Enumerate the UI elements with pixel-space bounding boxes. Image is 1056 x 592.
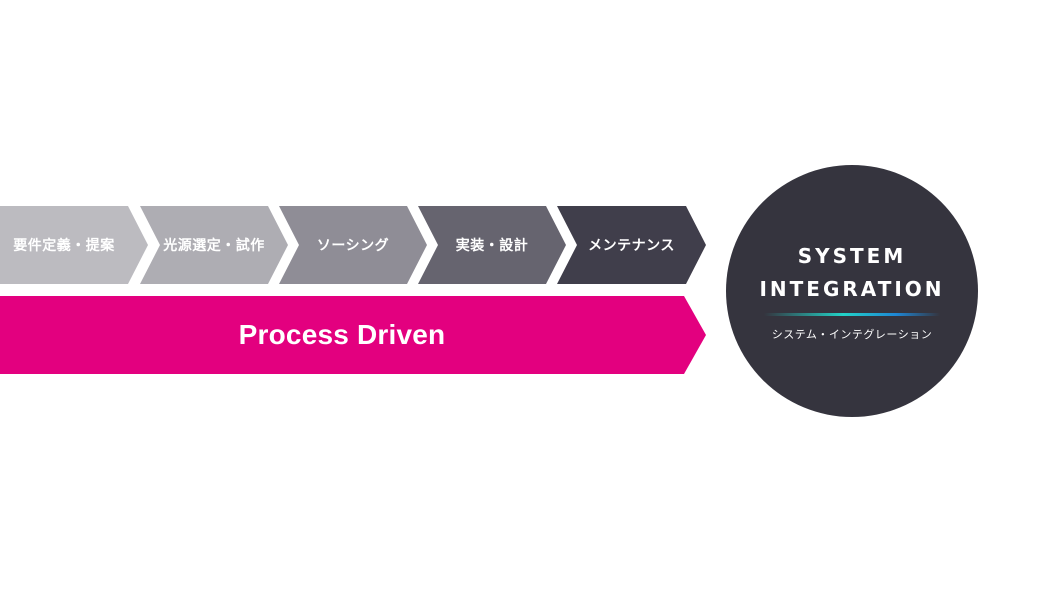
step-sourcing: ソーシング <box>279 206 427 284</box>
step-maintenance: メンテナンス <box>557 206 706 284</box>
step-label: 実装・設計 <box>455 238 529 254</box>
system-integration-title: SYSTEM INTEGRATION <box>759 240 944 306</box>
gradient-underline <box>764 313 940 316</box>
step-label: 光源選定・試作 <box>163 238 265 254</box>
process-driven-arrow: Process Driven <box>0 296 706 374</box>
title-line-system: SYSTEM <box>797 244 907 268</box>
step-label: ソーシング <box>316 238 390 254</box>
step-implementation-design: 実装・設計 <box>418 206 566 284</box>
process-driven-label: Process Driven <box>238 319 446 350</box>
system-integration-subtitle: システム・インテグレーション <box>771 328 933 341</box>
step-light-source-prototype: 光源選定・試作 <box>140 206 288 284</box>
step-label: 要件定義・提案 <box>13 238 115 254</box>
title-line-integration: INTEGRATION <box>759 277 945 301</box>
step-requirements-proposal: 要件定義・提案 <box>0 206 148 284</box>
step-label: メンテナンス <box>588 238 675 254</box>
system-integration-circle: SYSTEM INTEGRATION システム・インテグレーション <box>726 165 978 417</box>
